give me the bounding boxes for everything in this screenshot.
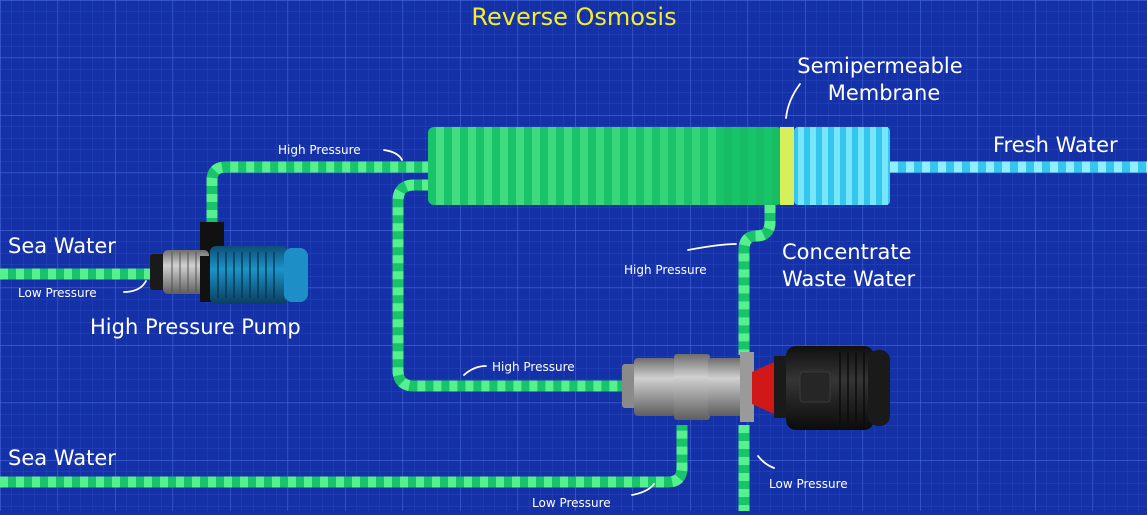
label-membrane-line1: Semipermeable	[797, 54, 962, 78]
label-low-pressure-inlet: Low Pressure	[18, 286, 97, 300]
label-sea-water-bottom: Sea Water	[8, 446, 116, 470]
diagram-title: Reverse Osmosis	[471, 3, 676, 31]
membrane-vessel	[428, 127, 890, 205]
label-high-pressure-feed: High Pressure	[278, 143, 361, 157]
label-low-pressure-seawater: Low Pressure	[532, 496, 611, 510]
label-sea-water-top: Sea Water	[8, 234, 116, 258]
label-high-pressure-concentrate: High Pressure	[624, 263, 707, 277]
semipermeable-membrane	[780, 127, 794, 205]
label-membrane-line2: Membrane	[828, 81, 941, 105]
label-high-pressure-pump: High Pressure Pump	[90, 315, 301, 339]
label-high-pressure-recovered: High Pressure	[492, 360, 575, 374]
pump-motor	[210, 246, 288, 304]
label-concentrate-line1: Concentrate	[782, 240, 912, 264]
label-low-pressure-waste: Low Pressure	[769, 477, 848, 491]
label-concentrate-line2: Waste Water	[782, 267, 916, 291]
label-fresh-water: Fresh Water	[993, 133, 1118, 157]
